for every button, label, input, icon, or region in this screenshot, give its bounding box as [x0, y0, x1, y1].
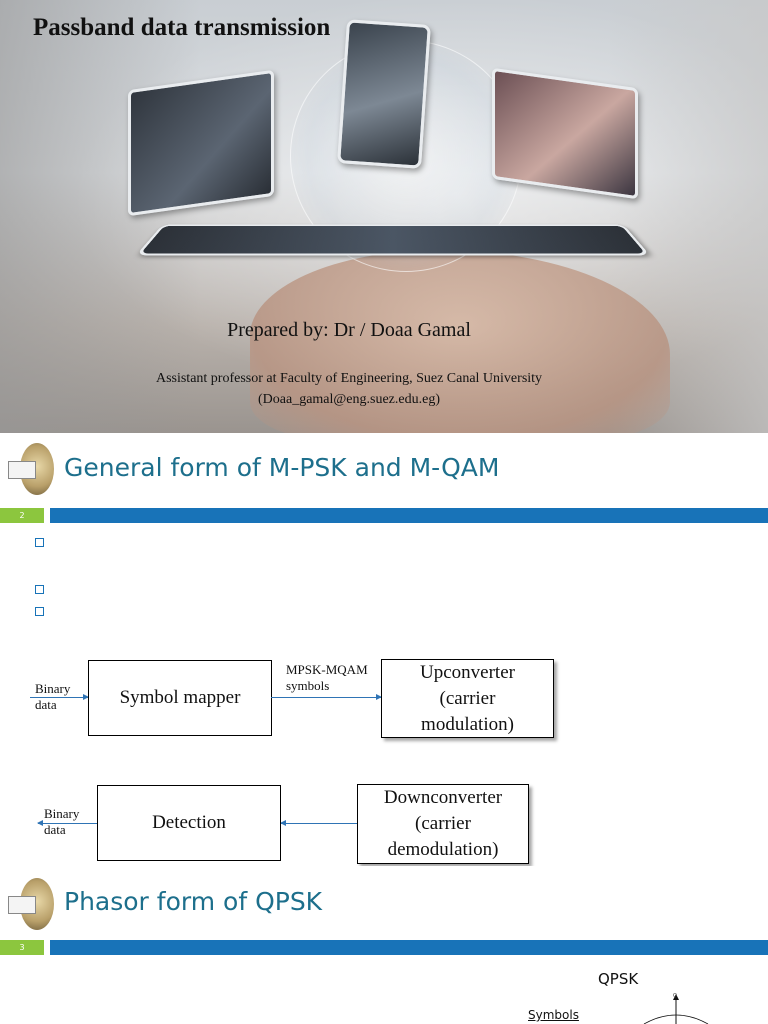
slide-number: 2	[19, 511, 25, 520]
symbol-mapper-label: Symbol mapper	[119, 687, 241, 708]
bullet-marker	[35, 538, 44, 547]
background-blur-left	[0, 0, 200, 433]
mapper-to-upconverter-arrow	[271, 694, 382, 700]
output-arrow	[37, 820, 97, 826]
slide-title: General form of M-PSK and M-QAM	[64, 453, 500, 482]
symbols-label-line1: MPSK-MQAM	[286, 662, 368, 677]
bullet-marker	[35, 585, 44, 594]
output-label: Binary data	[44, 806, 79, 838]
logo-plate	[8, 461, 36, 479]
title-slide: Passband data transmission Prepared by: …	[0, 0, 768, 433]
university-logo	[8, 443, 54, 501]
input-label: Binary data	[35, 681, 70, 713]
input-arrow	[30, 694, 89, 700]
slide-qpsk-phasor: Phasor form of QPSK 3 QPSK Symbols Q	[0, 866, 768, 1024]
bullet-marker	[35, 607, 44, 616]
header-bar	[50, 940, 768, 955]
laptop-image	[492, 67, 638, 200]
upconverter-block: Upconverter (carrier modulation)	[381, 659, 554, 738]
detection-label: Detection	[152, 812, 226, 833]
symbols-label: Symbols	[528, 1008, 579, 1022]
slide-general-form: General form of M-PSK and M-QAM 2 Binary…	[0, 433, 768, 866]
downconverter-label-line1: Downconverter	[383, 787, 503, 808]
downconverter-block: Downconverter (carrier demodulation)	[357, 784, 529, 864]
slide-number: 3	[19, 943, 25, 952]
slide-title: Phasor form of QPSK	[64, 887, 323, 916]
q-axis-label: Q	[673, 993, 677, 999]
upconverter-label-line2: (carrier	[439, 687, 496, 709]
symbol-mapper-block: Symbol mapper	[88, 660, 272, 736]
slide-number-bar	[0, 508, 44, 523]
hand-image	[250, 250, 670, 433]
university-logo	[8, 878, 54, 936]
email-text: (Doaa_gamal@eng.suez.edu.eg)	[258, 392, 440, 407]
tablet-image	[135, 224, 651, 256]
prepared-by: Prepared by: Dr / Doaa Gamal	[227, 319, 471, 341]
upconverter-label-line3: modulation)	[421, 713, 514, 735]
output-label-line2: data	[44, 822, 66, 837]
downconverter-label-line2: (carrier	[415, 813, 471, 834]
downconverter-label-line3: demodulation)	[387, 839, 499, 860]
symbols-label: MPSK-MQAM symbols	[286, 662, 368, 694]
phone-image	[337, 19, 431, 169]
affiliation-block: Assistant professor at Faculty of Engine…	[0, 368, 698, 410]
detection-block: Detection	[97, 785, 281, 861]
input-label-line1: Binary	[35, 681, 71, 696]
output-label-line1: Binary	[44, 806, 80, 821]
affiliation-text: Assistant professor at Faculty of Engine…	[155, 371, 543, 386]
upconverter-label-line1: Upconverter	[420, 661, 515, 683]
presentation-title: Passband data transmission	[33, 14, 331, 41]
slide-number-bar	[0, 940, 44, 955]
qpsk-label: QPSK	[598, 970, 639, 988]
constellation-diagram	[643, 994, 709, 1024]
header-bar	[50, 508, 768, 523]
logo-plate	[8, 896, 36, 914]
q-axis-arrowhead	[673, 994, 679, 1000]
unit-circle-arc	[643, 1014, 709, 1024]
symbols-label-line2: symbols	[286, 678, 330, 693]
monitor-image	[128, 69, 274, 217]
downconverter-to-detection-arrow	[280, 820, 357, 826]
input-label-line2: data	[35, 697, 57, 712]
